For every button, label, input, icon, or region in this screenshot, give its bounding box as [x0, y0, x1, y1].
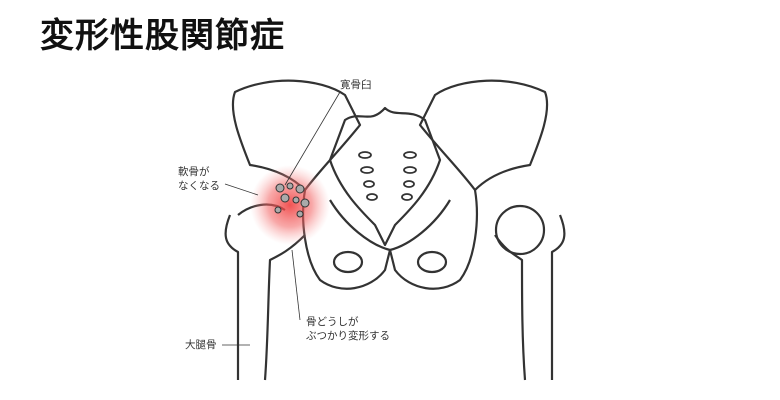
label-bone-collision: 骨どうしが ぶつかり変形する — [306, 315, 390, 343]
label-femur: 大腿骨 — [185, 339, 217, 351]
right-femur — [494, 214, 566, 381]
inflammation-area — [250, 165, 330, 245]
sacrum — [328, 106, 442, 247]
page-title: 変形性股関節症 — [40, 16, 285, 56]
right-ilium — [418, 79, 549, 192]
right-pubis — [388, 189, 478, 290]
label-bone-line1: 骨どうしが — [306, 316, 359, 328]
label-cartilage: 軟骨が なくなる — [178, 165, 220, 193]
label-cartilage-line2: なくなる — [178, 180, 220, 192]
label-bone-line2: ぶつかり変形する — [306, 330, 390, 342]
label-cartilage-line1: 軟骨が — [178, 166, 210, 178]
label-acetabulum: 寛骨臼 — [340, 79, 372, 91]
